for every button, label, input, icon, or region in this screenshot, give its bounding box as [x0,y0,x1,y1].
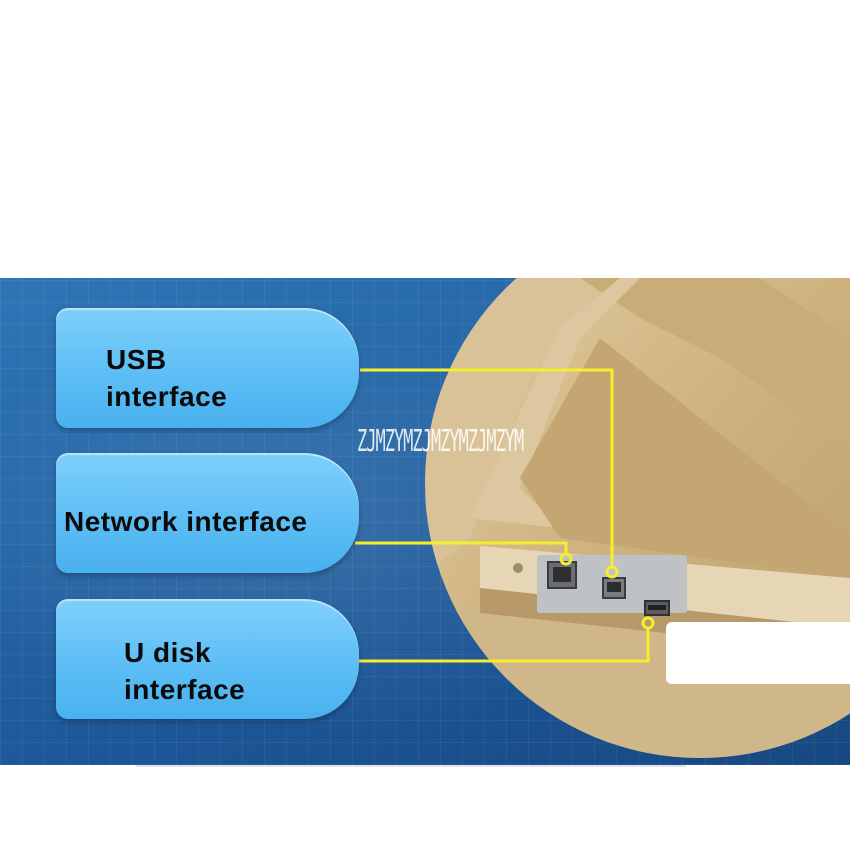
usb-label-line2: interface [106,381,228,412]
product-feature-panel: ZJMZYMZJMZYMZJMZYM USB interface Network… [0,278,850,765]
udisk-interface-callout: U disk interface [56,599,359,719]
usb-connector-line [360,368,614,568]
usb-interface-callout: USB interface [56,308,359,428]
udisk-connector-line [358,627,650,663]
udisk-label-line2: interface [124,674,246,705]
connector-lines [355,368,650,663]
usb-label-line1: USB [106,344,167,375]
white-overlay-patch [666,622,850,684]
usb-connector-dot [605,565,619,579]
udisk-connector-dot [641,616,655,630]
printer-closeup [425,278,850,758]
watermark-text: ZJMZYMZJMZYMZJMZYM [357,424,524,460]
screw-icon [513,563,523,573]
network-interface-callout: Network interface [56,453,359,573]
network-label: Network interface [64,506,308,537]
network-connector-dot [559,552,573,566]
udisk-label-line1: U disk [124,637,212,668]
network-connector-line [355,541,568,555]
bottom-divider [136,765,686,767]
